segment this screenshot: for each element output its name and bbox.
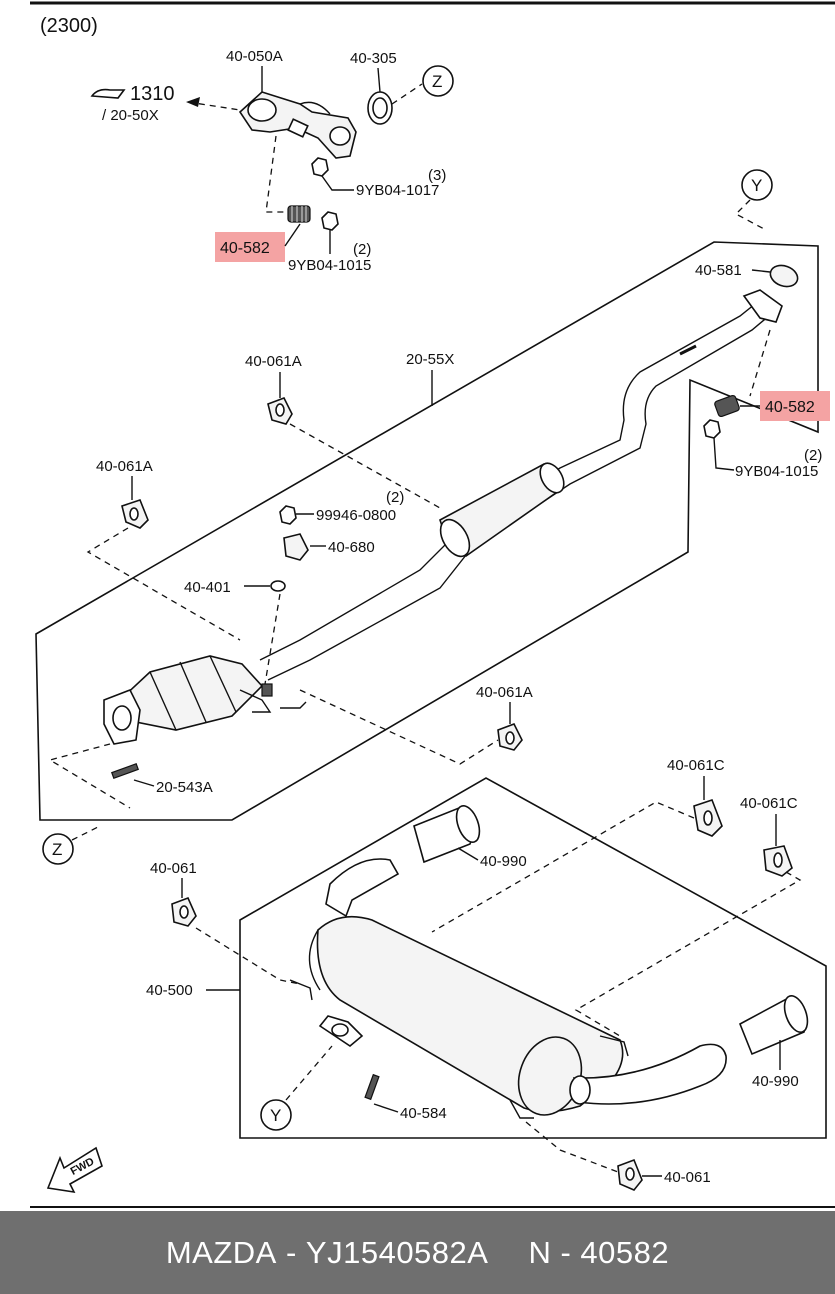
label-40-061c-right: 40-061C <box>740 795 798 812</box>
footer-n-number: 40582 <box>580 1234 670 1270</box>
exhaust-system-diagram: (2300) 1310 / 20-50X 40-050A 40-305 Z (3… <box>30 1 835 1208</box>
heat-insulator-40-680 <box>283 533 309 561</box>
view-marker-z-top <box>422 65 454 97</box>
hand-pointer-icon <box>90 88 126 99</box>
label-40-582-right: 40-582 <box>765 399 815 416</box>
tail-tip-40-990-upper <box>413 805 481 864</box>
qty-2-right: (2) <box>804 447 822 464</box>
view-marker-y-bottom-label: Y <box>270 1106 281 1125</box>
label-40-061a-lower: 40-061A <box>476 684 533 701</box>
nut-9yb04-1015-top <box>321 211 339 231</box>
catalytic-converter <box>103 655 307 745</box>
footer-brand: MAZDA <box>165 1234 277 1270</box>
view-marker-z-top-label: Z <box>432 72 442 91</box>
qty-2-top: (2) <box>353 241 371 258</box>
section-code: (2300) <box>40 15 98 37</box>
view-marker-z-bottom-label: Z <box>52 840 62 859</box>
spring-40-582-right <box>714 394 740 418</box>
hanger-40-061a-lower <box>497 722 523 751</box>
front-assembly-frame <box>35 241 819 821</box>
washer-40-401 <box>270 580 286 592</box>
hanger-40-061c-right <box>763 845 793 877</box>
main-pipe-20-55x <box>259 289 783 681</box>
nut-9yb04-1015-right <box>703 419 721 439</box>
label-20-543a: 20-543A <box>156 779 213 796</box>
spring-40-582-top <box>287 205 311 223</box>
label-40-061a-left: 40-061A <box>96 458 153 475</box>
label-40-990-upper: 40-990 <box>480 853 527 870</box>
label-40-061-upper: 40-061 <box>150 860 197 877</box>
label-40-500: 40-500 <box>146 982 193 999</box>
label-40-050a: 40-050A <box>226 48 283 65</box>
hanger-40-061-lower <box>617 1158 643 1191</box>
qty-2-mid: (2) <box>386 489 404 506</box>
rear-assembly-frame <box>239 777 827 1139</box>
stud-20-543a <box>110 762 140 780</box>
ref-1310-callout: 1310 / 20-50X <box>90 83 241 124</box>
muffler-40-500 <box>289 858 727 1119</box>
label-9yb04-1017: 9YB04-1017 <box>356 182 439 199</box>
label-9yb04-1015-right: 9YB04-1015 <box>735 463 818 480</box>
hanger-40-061a-left <box>121 499 149 529</box>
hanger-40-061c-left <box>693 798 723 837</box>
label-9yb04-1015-top: 9YB04-1015 <box>288 257 371 274</box>
bolt-99946-0800 <box>279 505 297 525</box>
forward-arrow-icon: FWD <box>46 1146 103 1194</box>
nut-9yb04-1017 <box>311 157 329 177</box>
label-40-061c-left: 40-061C <box>667 757 725 774</box>
label-40-401: 40-401 <box>184 579 231 596</box>
footer-separator: - <box>276 1234 306 1270</box>
label-40-061-lower: 40-061 <box>664 1169 711 1186</box>
part-number-footer: MAZDA - YJ1540582A N - 40582 <box>0 1211 835 1294</box>
label-40-680: 40-680 <box>328 539 375 556</box>
gasket-40-581 <box>769 264 799 288</box>
label-40-582-top: 40-582 <box>220 240 270 257</box>
label-40-061a-upper: 40-061A <box>245 353 302 370</box>
hanger-40-061-upper <box>171 896 197 927</box>
view-marker-y-top-label: Y <box>751 176 762 195</box>
footer-part-number: YJ1540582A <box>305 1234 489 1270</box>
label-20-55x: 20-55X <box>406 351 454 368</box>
label-40-990-lower: 40-990 <box>752 1073 799 1090</box>
label-99946-0800: 99946-0800 <box>316 507 396 524</box>
ref-20-50x: / 20-50X <box>102 107 159 124</box>
gasket-40-305 <box>367 91 393 125</box>
tail-tip-40-990-lower <box>738 995 809 1056</box>
hanger-40-061a-upper <box>267 396 293 425</box>
front-pipe-flange <box>238 91 357 159</box>
ref-1310: 1310 <box>130 83 175 105</box>
view-marker-y-bottom <box>260 1099 292 1131</box>
qty-3: (3) <box>428 167 446 184</box>
label-40-584: 40-584 <box>400 1105 447 1122</box>
stud-40-584 <box>364 1073 380 1101</box>
label-40-305: 40-305 <box>350 50 397 67</box>
arrow-head-icon <box>186 97 200 107</box>
label-40-581: 40-581 <box>695 262 742 279</box>
highlight-40-582-top <box>215 232 285 262</box>
view-marker-y-top <box>741 169 773 201</box>
footer-n-prefix: N - <box>528 1234 581 1270</box>
highlight-40-582-right <box>760 391 830 421</box>
view-marker-z-bottom <box>42 833 74 865</box>
